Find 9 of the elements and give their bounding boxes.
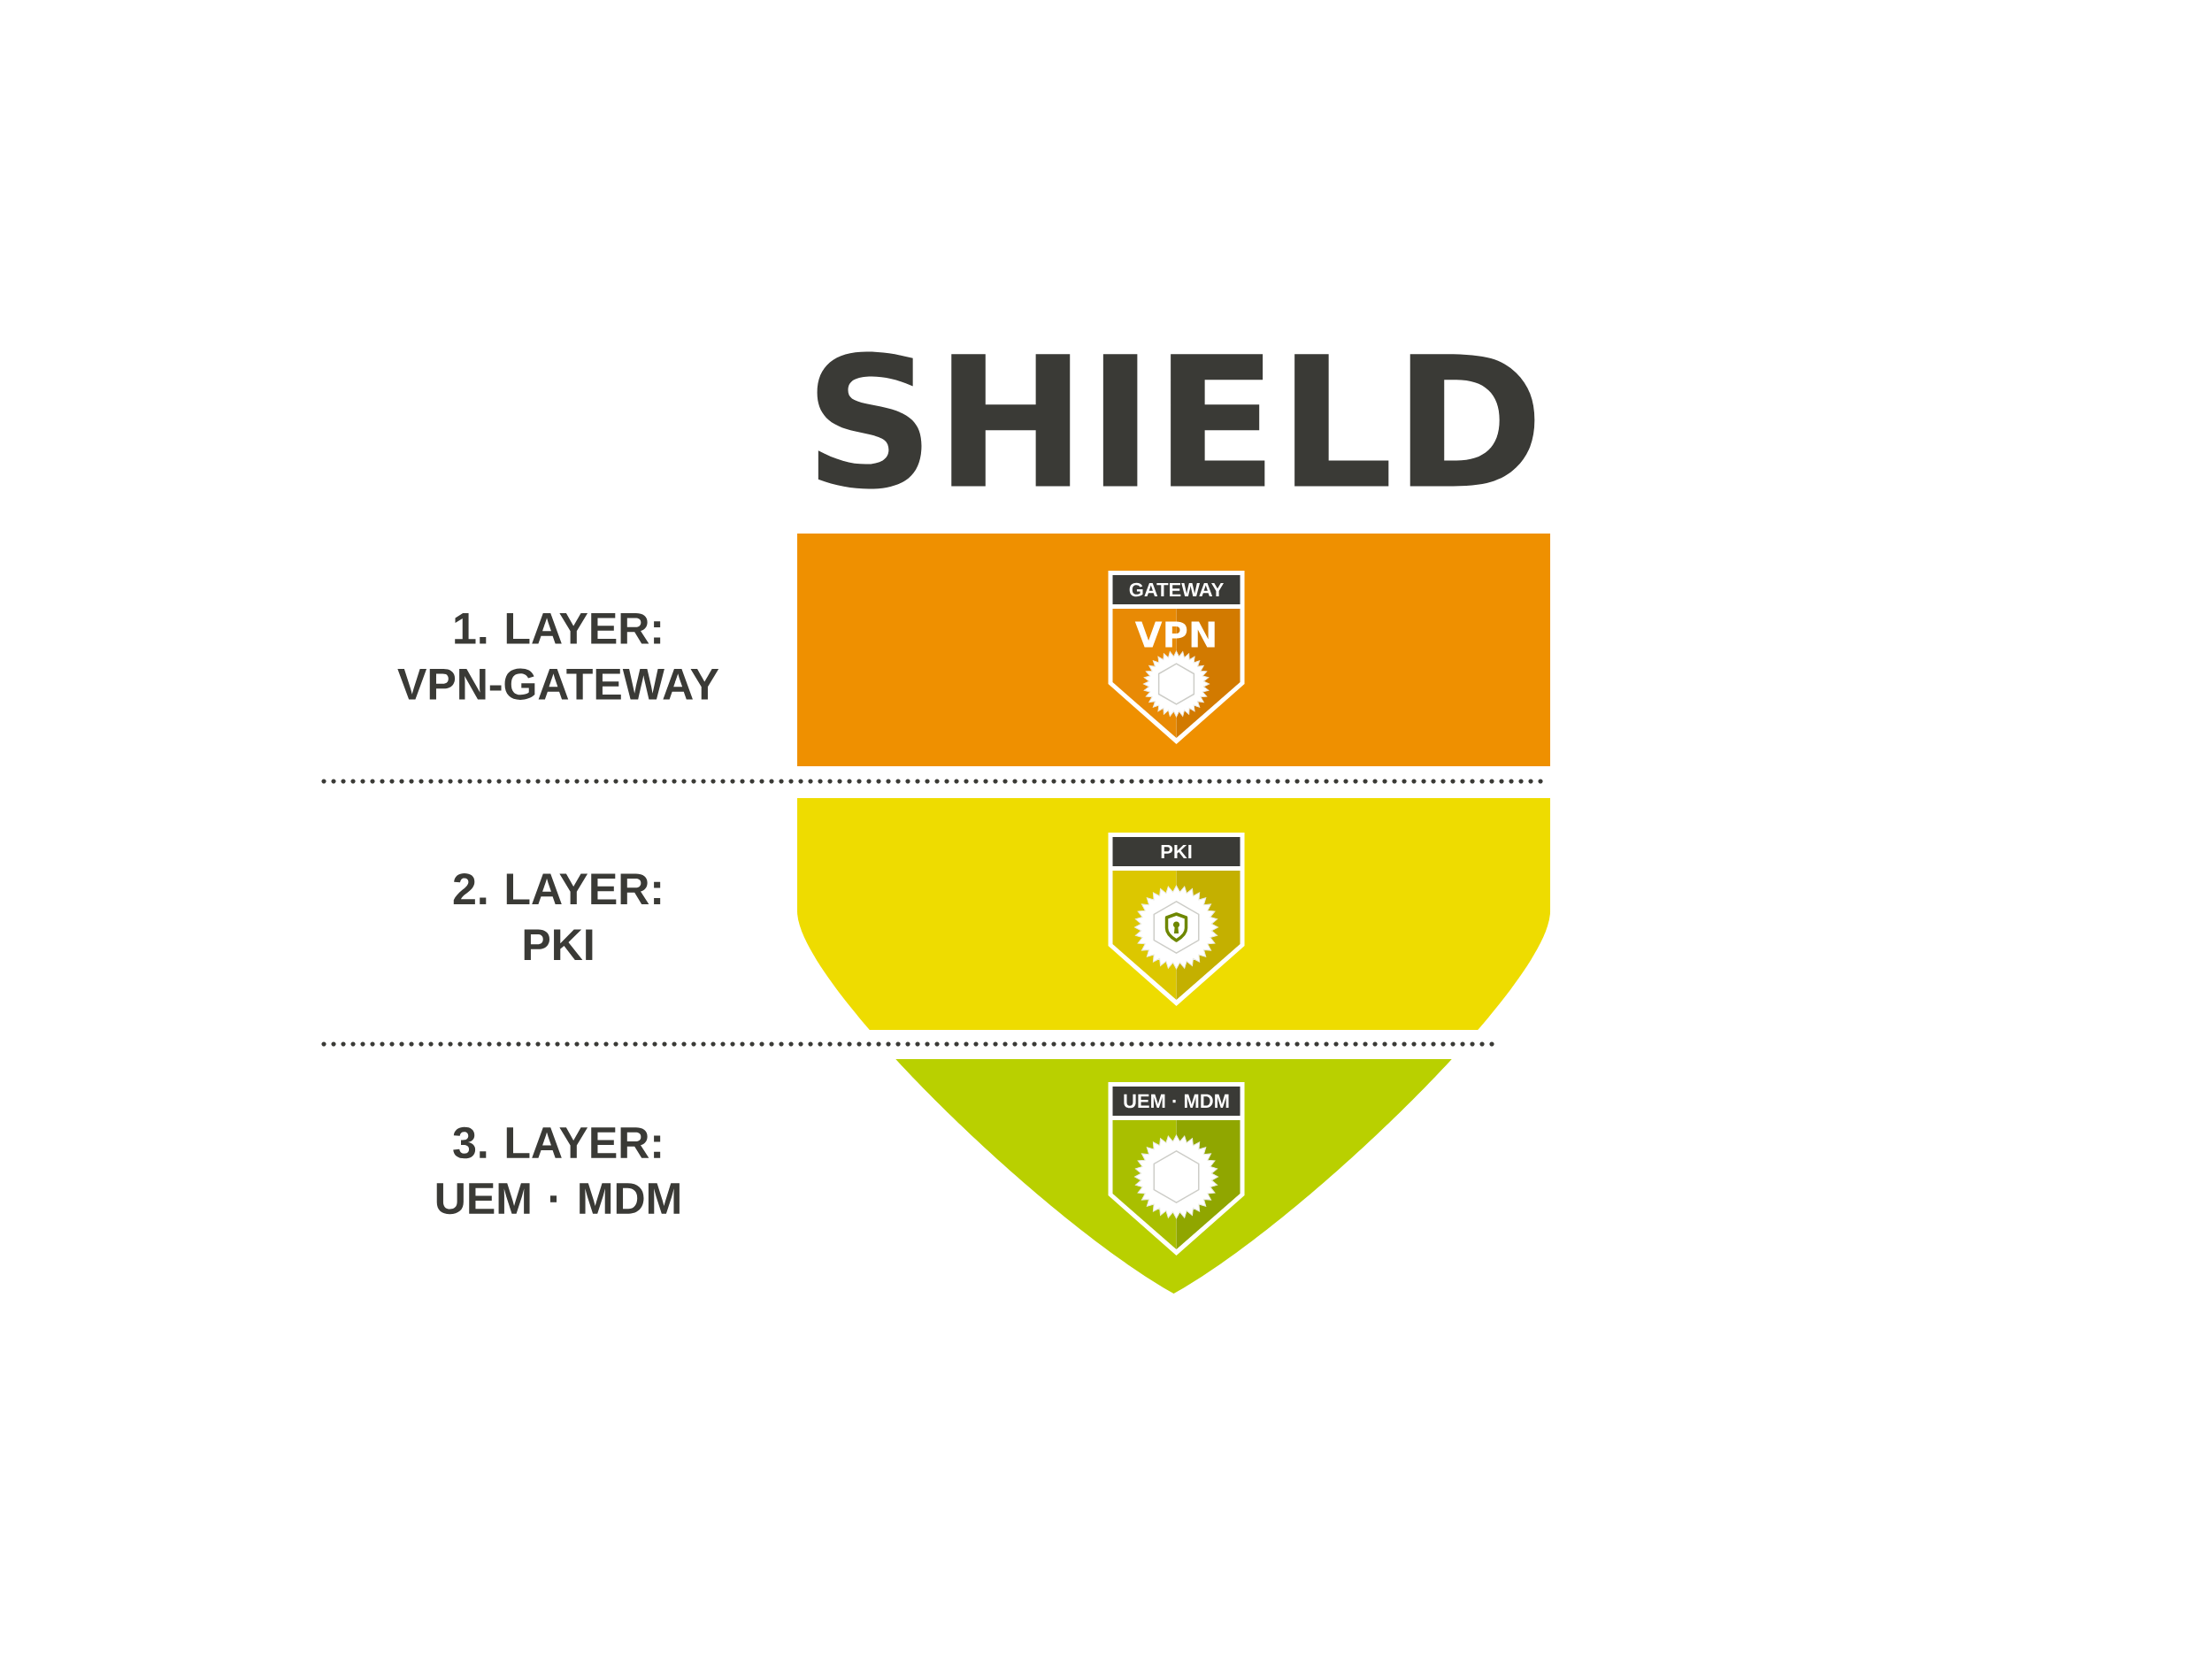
layer-label: 2. LAYER: PKI [453, 873, 661, 960]
title: SHIELD [817, 351, 1535, 489]
shield-band [797, 534, 1551, 766]
layer-label: 3. LAYER: UEM · MDM [436, 1126, 680, 1215]
badge-label: VPN [1134, 621, 1215, 648]
badge-heading: GATEWAY [1129, 582, 1224, 597]
layer-label: 1. LAYER: VPN-GATEWAY [397, 613, 719, 700]
badge-heading: UEM · MDM [1124, 1094, 1229, 1109]
badge-heading: PKI [1161, 844, 1192, 859]
